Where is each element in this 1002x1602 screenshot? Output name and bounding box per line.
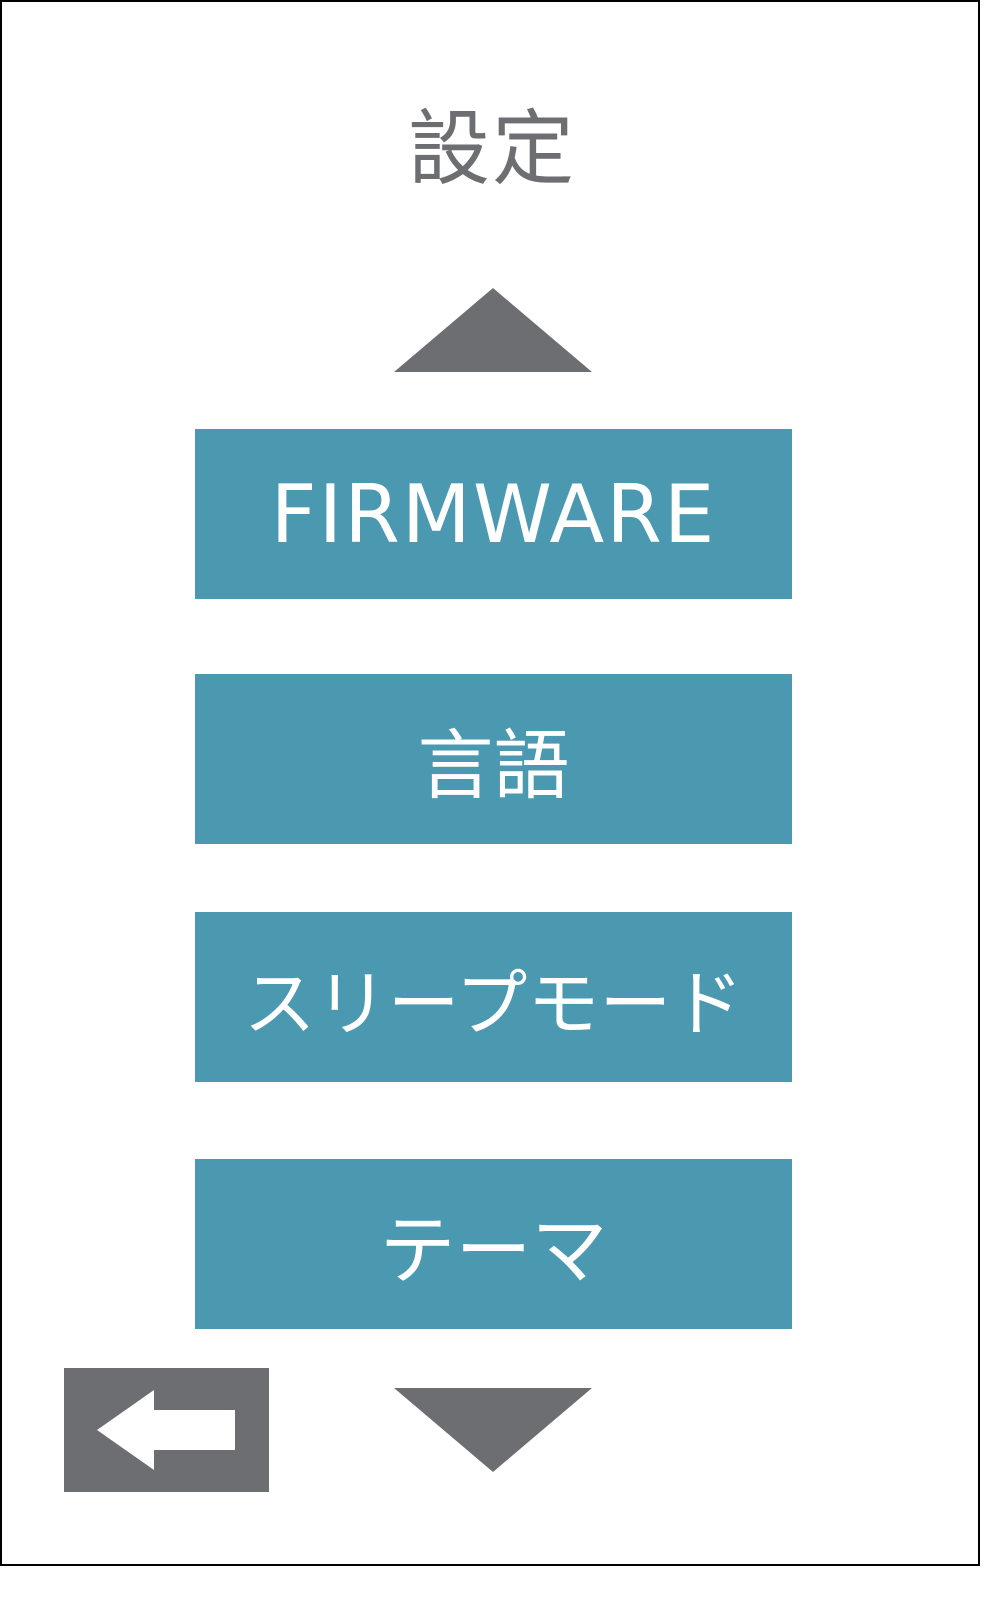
scroll-down-button[interactable] [394,1388,592,1472]
back-button[interactable] [64,1368,269,1492]
triangle-up-icon [394,288,592,372]
scroll-up-button[interactable] [394,288,592,372]
menu-item-label: FIRMWARE [270,467,717,561]
triangle-down-icon [394,1388,592,1472]
menu-item-sleep-mode[interactable]: スリープモード [195,912,792,1082]
menu-item-label: スリープモード [243,961,744,1046]
menu-item-language[interactable]: 言語 [195,674,792,844]
menu-item-label: 言語 [417,721,570,810]
menu-item-label: テーマ [379,1206,608,1295]
menu-item-firmware[interactable]: FIRMWARE [195,429,792,599]
device-screen: 設定 FIRMWARE 言語 スリープモード テーマ [0,0,980,1566]
arrow-left-icon [64,1368,269,1492]
menu-item-theme[interactable]: テーマ [195,1159,792,1329]
page-title: 設定 [407,102,576,197]
